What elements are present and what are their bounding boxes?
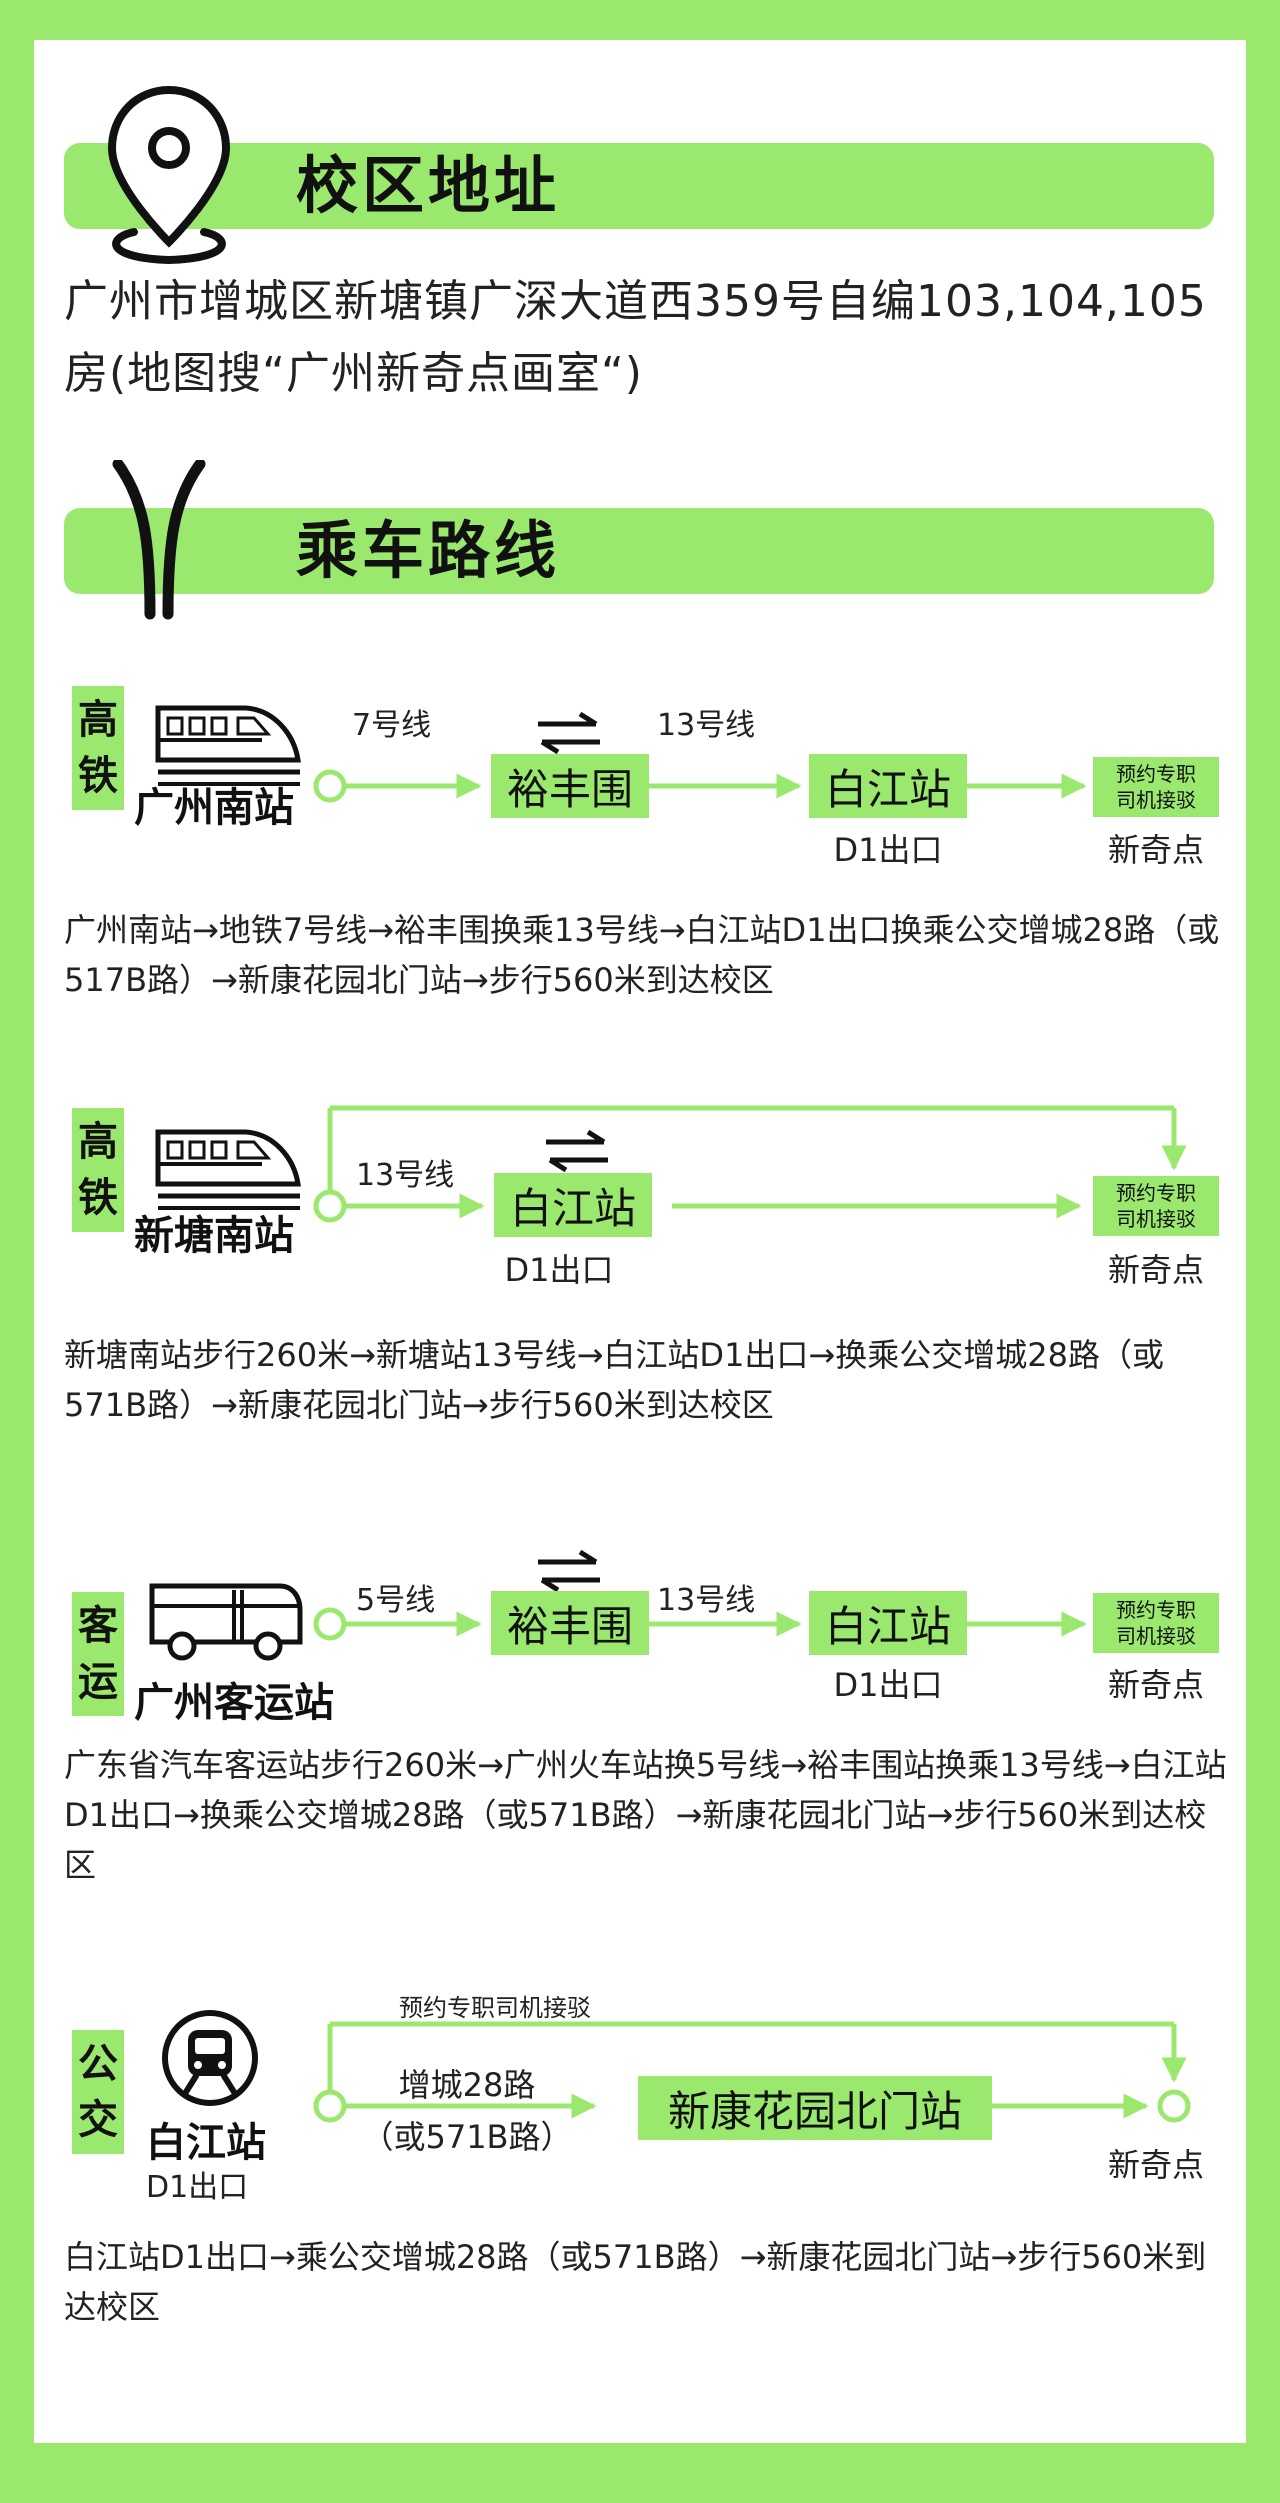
metro-icon bbox=[162, 2010, 258, 2106]
address-header-bar bbox=[64, 143, 1214, 229]
route3-line1-label: 5号线 bbox=[356, 1583, 436, 1618]
route1-station-name: 广州南站 bbox=[134, 785, 294, 831]
route2-stop-station: 白江站 bbox=[494, 1173, 652, 1237]
route2-pickup-line1: 预约专职 bbox=[1116, 1181, 1196, 1205]
route1-line1-label: 7号线 bbox=[352, 708, 432, 743]
route4-tag-char2: 交 bbox=[78, 2097, 118, 2143]
route4-type-tag: 公 交 bbox=[72, 2030, 124, 2154]
route3-destination: 新奇点 bbox=[1107, 1666, 1205, 1704]
route-section-title: 乘车路线 bbox=[296, 514, 561, 587]
route1-stop-station: 白江站 bbox=[809, 754, 967, 818]
route2-pickup-badge: 预约专职 司机接驳 bbox=[1093, 1176, 1219, 1236]
route3-stop-station: 白江站 bbox=[809, 1591, 967, 1655]
route4-station-name: 白江站 bbox=[146, 2120, 266, 2166]
train-icon bbox=[155, 1129, 301, 1210]
campus-address: 广州市增城区新塘镇广深大道西359号自编103,104,105房(地图搜“广州新… bbox=[64, 276, 1207, 399]
route3-line2-label: 13号线 bbox=[657, 1583, 756, 1618]
route4-stop-station: 新康花园北门站 bbox=[638, 2076, 992, 2140]
route4-bus-line: 增城28路 bbox=[398, 2066, 536, 2104]
route3-tag-char2: 运 bbox=[78, 1659, 118, 1705]
route3-pickup-line1: 预约专职 bbox=[1116, 1598, 1196, 1622]
route1-line2-label: 13号线 bbox=[657, 708, 756, 743]
route3-tag-char1: 客 bbox=[78, 1603, 118, 1649]
route4-tag-char1: 公 bbox=[78, 2041, 118, 2087]
transfer-icon bbox=[546, 1129, 608, 1173]
route2-description: 新塘南站步行260米→新塘站13号线→白江站D1出口→换乘公交增城28路（或57… bbox=[64, 1336, 1164, 1424]
location-pin-icon bbox=[107, 85, 231, 265]
train-icon bbox=[155, 705, 301, 786]
route2-station-name: 新塘南站 bbox=[134, 1213, 294, 1259]
route3-exit-label: D1出口 bbox=[833, 1666, 943, 1704]
route1-tag-char2: 铁 bbox=[78, 753, 118, 799]
route4-destination: 新奇点 bbox=[1107, 2146, 1205, 2184]
bus-icon bbox=[149, 1583, 303, 1661]
route2-type-tag: 高 铁 bbox=[72, 1108, 124, 1232]
address-section-title: 校区地址 bbox=[296, 149, 561, 222]
route1-pickup-line2: 司机接驳 bbox=[1116, 788, 1196, 812]
route3-station-name: 广州客运站 bbox=[134, 1680, 334, 1726]
route2-destination: 新奇点 bbox=[1107, 1251, 1205, 1289]
route1-description: 广州南站→地铁7号线→裕丰围换乘13号线→白江站D1出口换乘公交增城28路（或5… bbox=[64, 911, 1220, 999]
route-connector-overlay bbox=[313, 769, 1191, 2123]
route1-pickup-badge: 预约专职 司机接驳 bbox=[1093, 757, 1219, 817]
route4-bus-alt: （或571B路） bbox=[361, 2118, 573, 2156]
route3-description: 广东省汽车客运站步行260米→广州火车站换5号线→裕丰围站换乘13号线→白江站D… bbox=[64, 1746, 1227, 1884]
road-icon bbox=[112, 460, 206, 620]
route4-station-exit: D1出口 bbox=[146, 2170, 249, 2205]
route3-type-tag: 客 运 bbox=[72, 1592, 124, 1716]
route3-transfer-station: 裕丰围 bbox=[491, 1591, 649, 1655]
route4-description: 白江站D1出口→乘公交增城28路（或571B路）→新康花园北门站→步行560米到… bbox=[64, 2238, 1207, 2326]
page-card: 校区地址 广州市增城区新塘镇广深大道西359号自编103,104,105房(地图… bbox=[34, 40, 1246, 2443]
route1-destination: 新奇点 bbox=[1107, 831, 1205, 869]
transfer-icon bbox=[538, 711, 600, 755]
route1-pickup-line1: 预约专职 bbox=[1116, 762, 1196, 786]
route2-line1-label: 13号线 bbox=[356, 1158, 455, 1193]
route3-pickup-line2: 司机接驳 bbox=[1116, 1624, 1196, 1648]
route3-pickup-badge: 预约专职 司机接驳 bbox=[1093, 1593, 1219, 1653]
route-header-bar bbox=[64, 508, 1214, 594]
route4-shuttle-label: 预约专职司机接驳 bbox=[399, 1994, 591, 2022]
route1-type-tag: 高 铁 bbox=[72, 686, 124, 810]
route1-tag-char1: 高 bbox=[78, 697, 118, 743]
transfer-icon bbox=[538, 1549, 600, 1593]
route2-exit-label: D1出口 bbox=[504, 1251, 614, 1289]
route2-tag-char1: 高 bbox=[78, 1119, 118, 1165]
route1-transfer-station: 裕丰围 bbox=[491, 754, 649, 818]
route1-exit-label: D1出口 bbox=[833, 831, 943, 869]
route2-tag-char2: 铁 bbox=[78, 1175, 118, 1221]
route2-pickup-line2: 司机接驳 bbox=[1116, 1207, 1196, 1231]
